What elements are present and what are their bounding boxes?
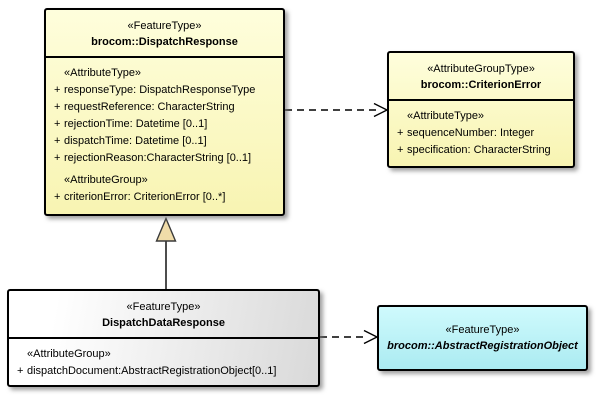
visibility-marker: + (17, 365, 24, 377)
class-name: DispatchDataResponse (102, 317, 225, 329)
attribute-row: + dispatchDocument:AbstractRegistrationO… (13, 363, 314, 380)
attributes-compartment: «AttributeType» + sequenceNumber: Intege… (389, 101, 573, 159)
stereotype-label: «FeatureType» (127, 20, 202, 32)
attribute-row: + rejectionReason:CharacterString [0..1] (50, 150, 279, 167)
visibility-marker: + (54, 191, 61, 203)
attribute-row: + dispatchTime: Datetime [0..1] (50, 133, 279, 150)
visibility-marker: + (397, 144, 404, 156)
section-heading: «AttributeType» (407, 110, 485, 122)
attribute-text: responseType: DispatchResponseType (64, 84, 256, 96)
visibility-marker: + (54, 84, 61, 96)
dependency-arrow-abstract-registration-object[interactable] (320, 329, 379, 345)
attribute-text: specification: CharacterString (407, 144, 551, 156)
attribute-row: + requestReference: CharacterString (50, 99, 279, 116)
class-criterion-error[interactable]: «AttributeGroupType» brocom::CriterionEr… (387, 51, 575, 168)
visibility-marker: + (54, 101, 61, 113)
attribute-row: + responseType: DispatchResponseType (50, 82, 279, 99)
class-dispatch-data-response[interactable]: «FeatureType» DispatchDataResponse «Attr… (7, 289, 320, 387)
stereotype-label: «AttributeGroupType» (427, 63, 535, 75)
section-heading: «AttributeGroup» (27, 348, 111, 360)
section-heading: «AttributeType» (64, 67, 142, 79)
dependency-arrow-criterion-error[interactable] (285, 102, 389, 118)
attribute-text: criterionError: CriterionError [0..*] (64, 191, 226, 203)
attribute-text: sequenceNumber: Integer (407, 127, 535, 139)
visibility-marker: + (397, 127, 404, 139)
class-name: brocom::AbstractRegistrationObject (387, 340, 578, 352)
attribute-row: + sequenceNumber: Integer (393, 125, 569, 142)
generalization-arrow[interactable] (155, 216, 177, 290)
class-dispatch-response[interactable]: «FeatureType» brocom::DispatchResponse «… (44, 8, 285, 216)
attribute-text: requestReference: CharacterString (64, 101, 235, 113)
attribute-text: dispatchDocument:AbstractRegistrationObj… (27, 365, 277, 377)
stereotype-label: «FeatureType» (445, 324, 520, 336)
visibility-marker: + (54, 152, 61, 164)
attribute-text: dispatchTime: Datetime [0..1] (64, 135, 207, 147)
visibility-marker: + (54, 118, 61, 130)
class-header: «FeatureType» brocom::AbstractRegistrati… (379, 307, 586, 371)
class-header: «FeatureType» brocom::DispatchResponse (46, 10, 283, 58)
attribute-text: rejectionReason:CharacterString [0..1] (64, 152, 252, 164)
attribute-row: + criterionError: CriterionError [0..*] (50, 189, 279, 206)
attribute-row: + rejectionTime: Datetime [0..1] (50, 116, 279, 133)
visibility-marker: + (54, 135, 61, 147)
class-abstract-registration-object[interactable]: «FeatureType» brocom::AbstractRegistrati… (377, 305, 588, 371)
attributes-compartment: «AttributeGroup» + dispatchDocument:Abst… (9, 339, 318, 380)
attributes-compartment: «AttributeType» + responseType: Dispatch… (46, 58, 283, 206)
class-name: brocom::CriterionError (420, 79, 542, 91)
class-name: brocom::DispatchResponse (91, 36, 238, 48)
class-header: «AttributeGroupType» brocom::CriterionEr… (389, 53, 573, 101)
class-header: «FeatureType» DispatchDataResponse (9, 291, 318, 339)
stereotype-label: «FeatureType» (126, 301, 201, 313)
attribute-text: rejectionTime: Datetime [0..1] (64, 118, 208, 130)
section-heading: «AttributeGroup» (64, 174, 148, 186)
attribute-row: + specification: CharacterString (393, 142, 569, 159)
